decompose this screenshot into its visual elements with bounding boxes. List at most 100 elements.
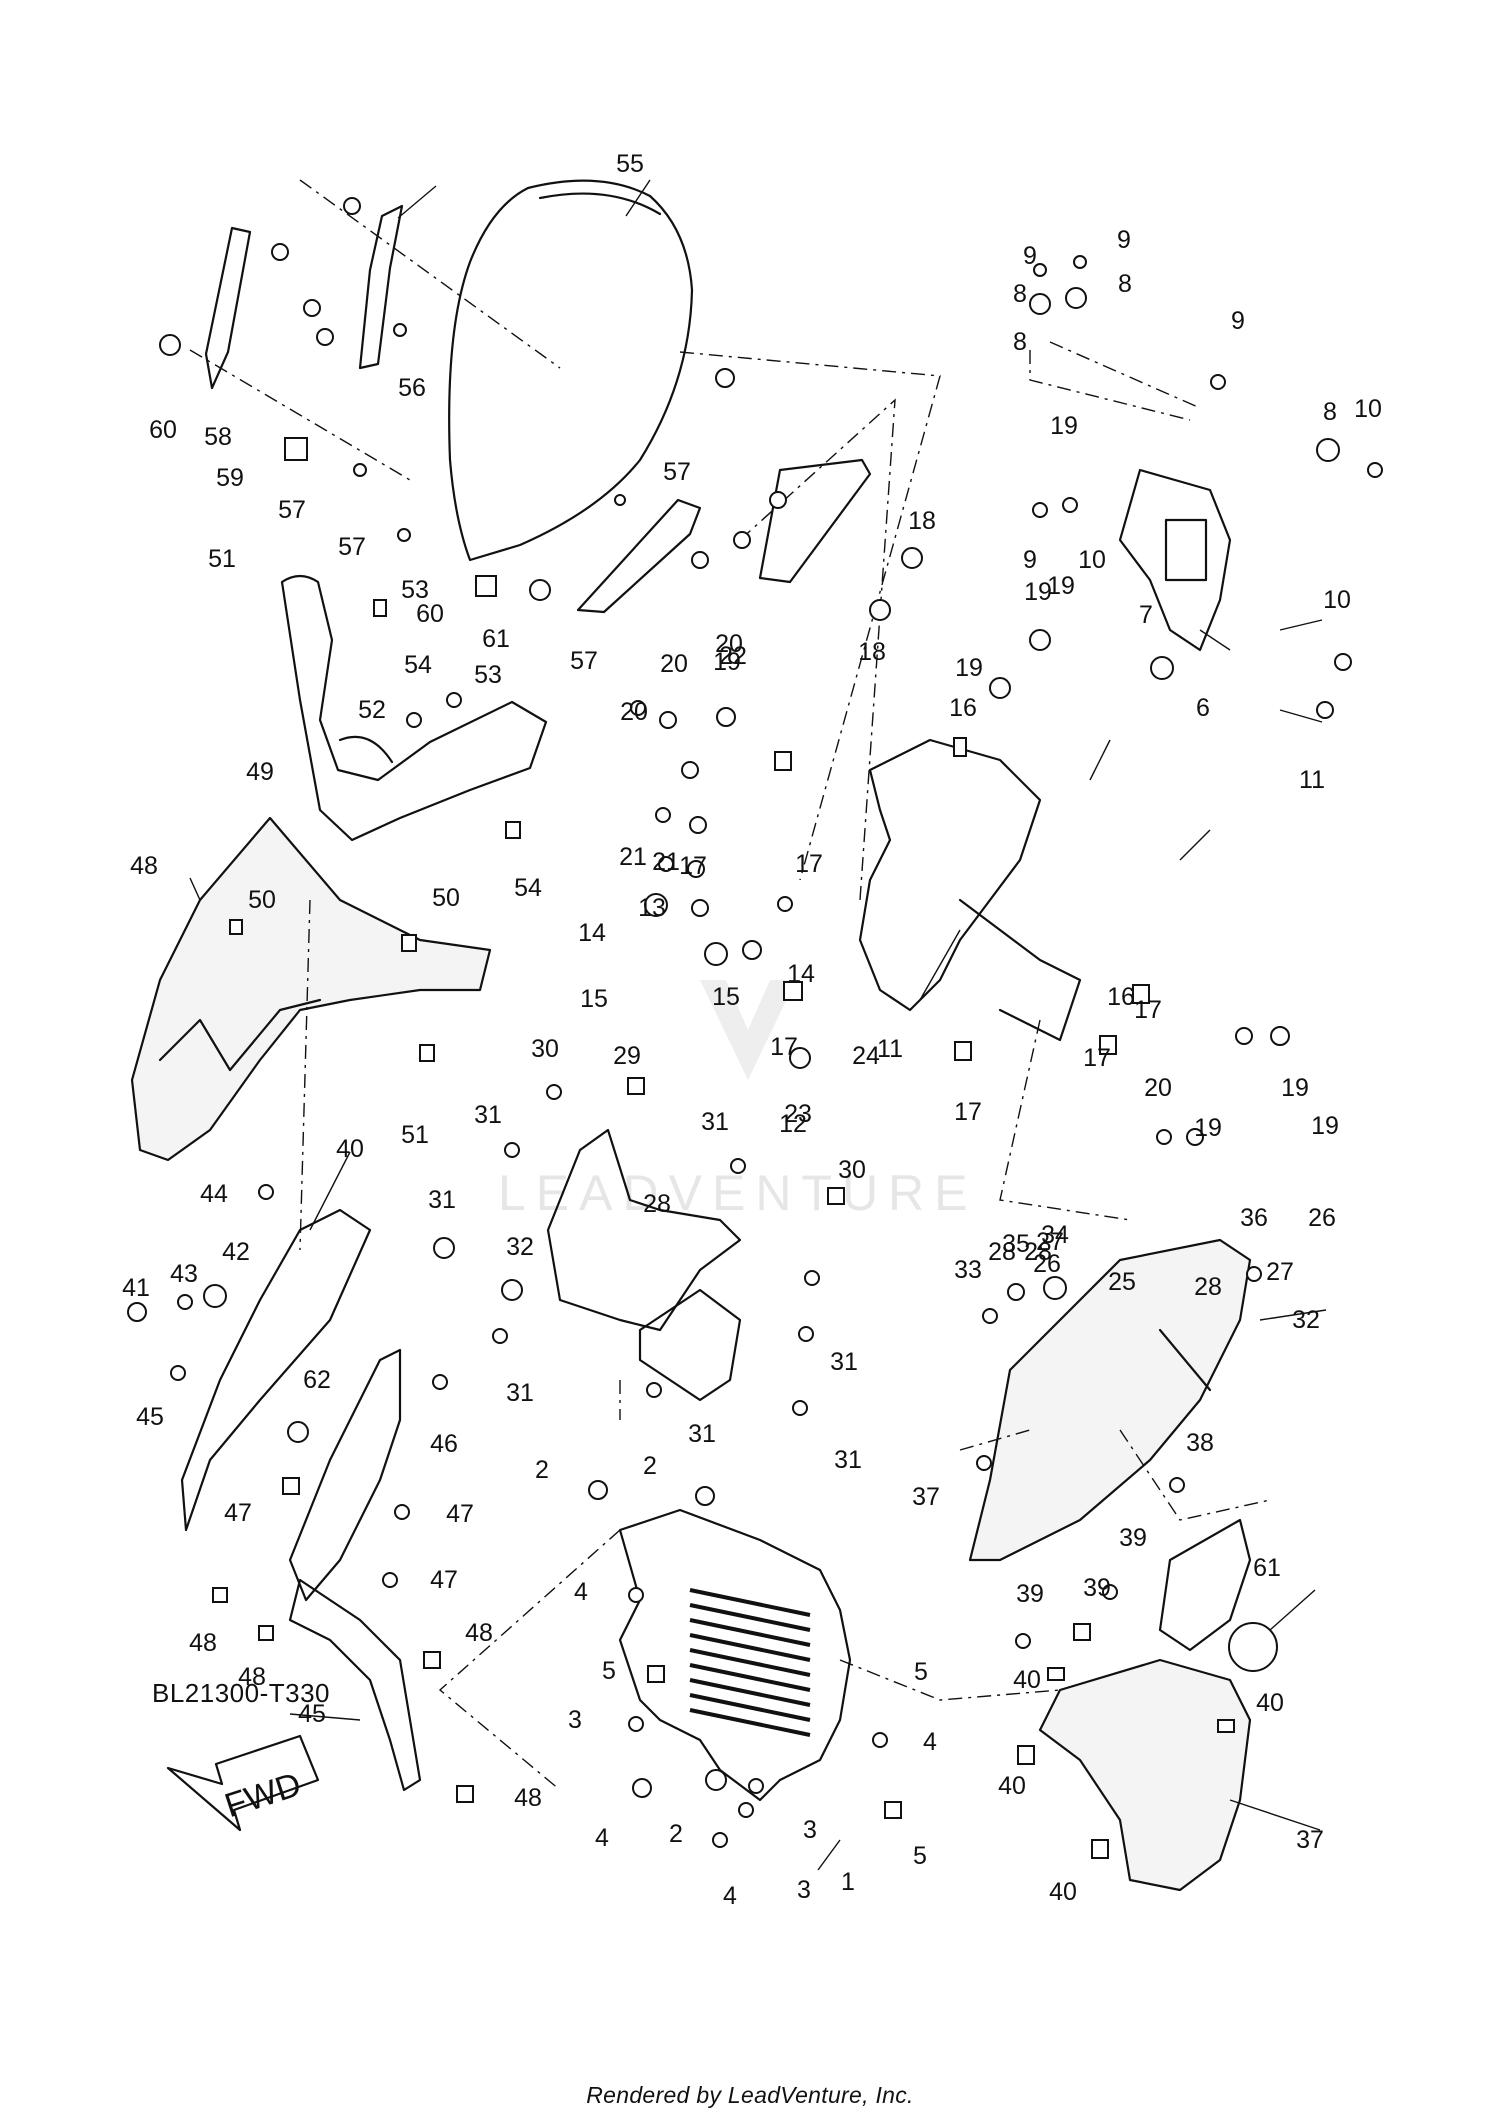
callout: 12	[779, 1110, 807, 1138]
callout: 31	[834, 1446, 862, 1474]
callout: 4	[595, 1824, 609, 1852]
callout: 35	[1002, 1230, 1030, 1258]
callout: 17	[1083, 1044, 1111, 1072]
callout: 5	[914, 1658, 928, 1686]
callout: 40	[1256, 1689, 1284, 1717]
callout: 17	[795, 850, 823, 878]
callout: 57	[663, 458, 691, 486]
callout: 13	[638, 894, 666, 922]
callout: 32	[1292, 1306, 1320, 1334]
callout: 57	[278, 496, 306, 524]
callout: 44	[200, 1180, 228, 1208]
callout: 19	[1047, 572, 1075, 600]
fwd-arrow-icon: FWD	[166, 1734, 320, 1832]
callout: 1	[841, 1868, 855, 1896]
callout: 21	[619, 843, 647, 871]
callout: 31	[474, 1101, 502, 1129]
callout-labels: 1 2 2 2 3 3 3 4 4 4 4 5 5 5 6 7 8 8 8 8 …	[122, 150, 1382, 1910]
callout: 62	[303, 1366, 331, 1394]
callout: 34	[1041, 1221, 1069, 1249]
diagram-code: BL21300-T330	[152, 1678, 331, 1708]
callout: 39	[1016, 1580, 1044, 1608]
callout: 5	[602, 1657, 616, 1685]
callout: 40	[1049, 1878, 1077, 1906]
callout: 55	[616, 150, 644, 178]
callout: 53	[401, 576, 429, 604]
callout: 31	[701, 1108, 729, 1136]
callout: 33	[954, 1256, 982, 1284]
callout: 9	[1023, 546, 1037, 574]
callout: 11	[877, 1035, 903, 1063]
callout: 3	[568, 1706, 582, 1734]
fasteners	[127, 197, 1383, 1859]
callout: 22	[719, 642, 747, 670]
callout: 58	[204, 423, 232, 451]
callout: 17	[1134, 996, 1162, 1024]
callout: 28	[988, 1238, 1016, 1266]
callout: 61	[482, 625, 510, 653]
callout: 14	[787, 960, 815, 988]
callout: 4	[923, 1728, 937, 1756]
callout: 8	[1323, 398, 1337, 426]
callout: 43	[170, 1260, 198, 1288]
callout: 7	[1139, 601, 1153, 629]
part-outlines	[130, 179, 1252, 1892]
callout: 47	[446, 1500, 474, 1528]
callout: 48	[465, 1619, 493, 1647]
callout: 54	[404, 651, 432, 679]
callout: 54	[514, 874, 542, 902]
callout: 61	[1253, 1554, 1281, 1582]
fwd-label: FWD	[220, 1765, 305, 1825]
callout: 37	[1296, 1826, 1324, 1854]
callout: 3	[797, 1876, 811, 1904]
callout: 4	[574, 1578, 588, 1606]
callout: 19	[955, 654, 983, 682]
callout: 48	[238, 1663, 266, 1691]
callout: 19	[1194, 1114, 1222, 1142]
callout: 18	[858, 638, 886, 666]
callout: 19	[1050, 412, 1078, 440]
callout: 16	[949, 694, 977, 722]
callout: 24	[852, 1042, 880, 1070]
radiator-grille	[689, 1588, 811, 1737]
callout: 48	[514, 1784, 542, 1812]
callout: 26	[1033, 1250, 1061, 1278]
callout: 17	[954, 1098, 982, 1126]
callout: 27	[1266, 1258, 1294, 1286]
callout: 28	[1194, 1273, 1222, 1301]
callout: 10	[1078, 546, 1106, 574]
callout: 56	[398, 374, 426, 402]
callout: 23	[784, 1100, 812, 1128]
callout: 47	[430, 1566, 458, 1594]
leadventure-logo-icon: LEADVENTURE	[498, 980, 968, 1221]
footer-credit: Rendered by LeadVenture, Inc.	[586, 2082, 914, 2108]
callout: 37	[912, 1483, 940, 1511]
callout: 27	[1036, 1228, 1064, 1256]
callout: 17	[679, 852, 707, 880]
callout: 21	[652, 848, 680, 876]
callout: 52	[358, 696, 386, 724]
callout: 9	[1023, 242, 1037, 270]
callout: 18	[908, 507, 936, 535]
callout: 8	[1013, 280, 1027, 308]
assembly-lines	[189, 179, 1271, 1791]
callout: 5	[913, 1842, 927, 1870]
callout: 48	[189, 1629, 217, 1657]
callout: 50	[432, 884, 460, 912]
callout: 9	[1117, 226, 1131, 254]
callout: 45	[298, 1700, 326, 1728]
callout: 25	[1108, 1268, 1136, 1296]
callout: 4	[723, 1882, 737, 1910]
callout: 8	[1013, 328, 1027, 356]
callout: 51	[401, 1121, 429, 1149]
callout: 31	[688, 1420, 716, 1448]
callout: 36	[1240, 1204, 1268, 1232]
callout: 2	[669, 1820, 683, 1848]
callout: 30	[838, 1156, 866, 1184]
callout: 47	[224, 1499, 252, 1527]
leader-lines	[189, 179, 1327, 1871]
callout: 31	[830, 1348, 858, 1376]
callout: 41	[122, 1274, 150, 1302]
callout: 20	[1144, 1074, 1172, 1102]
